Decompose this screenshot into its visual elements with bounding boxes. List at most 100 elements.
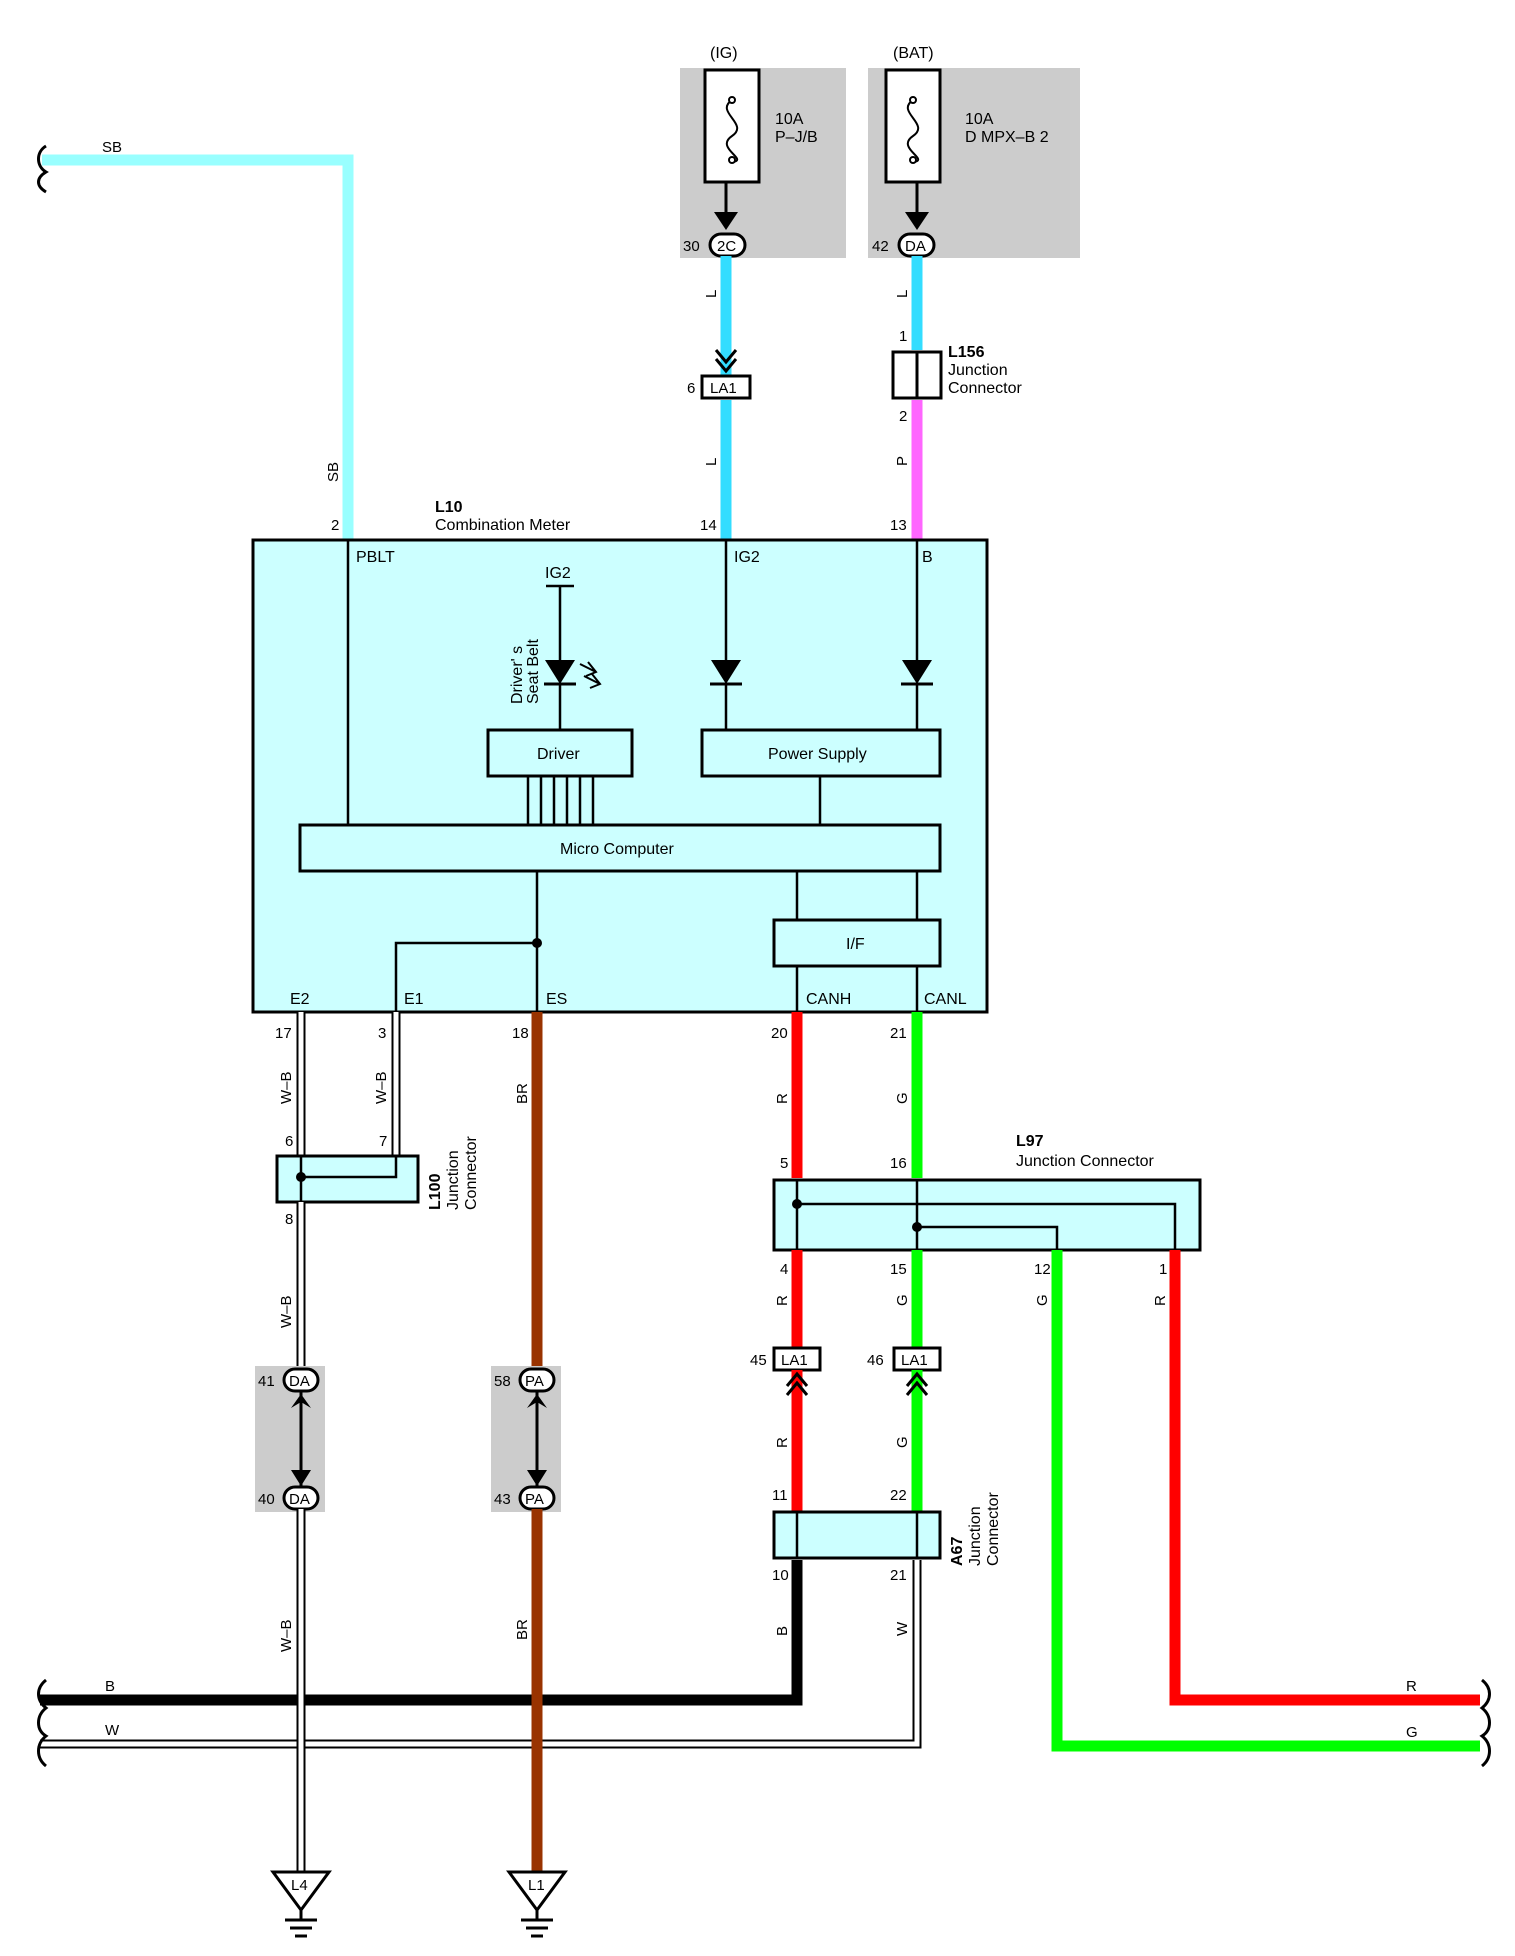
connector-2c-label: 2C bbox=[717, 238, 736, 255]
terminal-es: ES bbox=[546, 991, 567, 1008]
a67-name-2: Connector bbox=[985, 1492, 1002, 1566]
a67-pin-11: 11 bbox=[772, 1487, 788, 1504]
meter-pin-es: 18 bbox=[512, 1025, 529, 1042]
wire-e1-color: W–B bbox=[373, 1071, 390, 1104]
wire-sb-label: SB bbox=[102, 139, 122, 156]
la1-45-pin: 45 bbox=[750, 1352, 767, 1369]
indicator-label-1: Driver' s bbox=[509, 646, 526, 704]
wire-ig2-color-upper: L bbox=[703, 290, 720, 298]
connector-2c-pin: 30 bbox=[683, 238, 700, 255]
l97-name: Junction Connector bbox=[1016, 1153, 1155, 1170]
arrow-icon bbox=[905, 212, 929, 230]
wire-b-color-upper: L bbox=[894, 290, 911, 298]
fuse-ig-name: P–J/B bbox=[775, 129, 818, 146]
l156-name-1: Junction bbox=[948, 362, 1008, 379]
connector-la1-top-label: LA1 bbox=[710, 380, 737, 397]
meter-name: Combination Meter bbox=[435, 517, 571, 534]
meter-pin-e2: 17 bbox=[275, 1025, 292, 1042]
a67-pin-22: 22 bbox=[890, 1487, 907, 1504]
wire-bus-b-label: B bbox=[105, 1678, 115, 1695]
fuse-bat-name: D MPX–B 2 bbox=[965, 129, 1049, 146]
indicator-label-2: Seat Belt bbox=[525, 639, 542, 704]
power-supply-label: Power Supply bbox=[768, 746, 867, 763]
la1-46-pin: 46 bbox=[867, 1352, 884, 1369]
la1-46-label: LA1 bbox=[901, 1352, 928, 1369]
l97-pin-16: 16 bbox=[890, 1155, 907, 1172]
a67-name-1: Junction bbox=[967, 1506, 984, 1566]
wire-l97-1 bbox=[1169, 1250, 1480, 1706]
wire-b-color-lower: P bbox=[894, 456, 911, 466]
pa-label-bottom: PA bbox=[525, 1491, 544, 1508]
wire-l100-out-color: W–B bbox=[278, 1295, 295, 1328]
a67-pin-21: 21 bbox=[890, 1567, 907, 1584]
da-pin-top: 41 bbox=[258, 1373, 275, 1390]
ground-l1-icon bbox=[506, 1870, 568, 1938]
meter-id: L10 bbox=[435, 499, 463, 516]
fuse-ig-supply: (IG) bbox=[710, 45, 738, 62]
terminal-pblt: PBLT bbox=[356, 549, 395, 566]
l100-pin-6: 6 bbox=[285, 1133, 293, 1150]
wire-sb bbox=[42, 154, 354, 540]
wire-es-color: BR bbox=[514, 1083, 531, 1104]
l97-pin-4: 4 bbox=[780, 1261, 788, 1278]
l156-id: L156 bbox=[948, 344, 985, 361]
connector-la1-top-pin: 6 bbox=[687, 380, 695, 397]
ground-l4-icon bbox=[270, 1870, 332, 1938]
l156-pin-out: 2 bbox=[899, 408, 907, 425]
connector-da-pin: 42 bbox=[872, 238, 889, 255]
connector-la1-top bbox=[700, 374, 752, 400]
wire-a67-21-color: W bbox=[894, 1621, 911, 1636]
da-label-top: DA bbox=[289, 1373, 310, 1390]
l97-pin-5: 5 bbox=[780, 1155, 788, 1172]
pa-label-top: PA bbox=[525, 1373, 544, 1390]
connector-da-label: DA bbox=[905, 238, 926, 255]
junction-a67 bbox=[772, 1510, 942, 1560]
arrow-icon bbox=[527, 1394, 547, 1408]
l100-pin-7: 7 bbox=[379, 1133, 387, 1150]
fuse-ig-icon bbox=[703, 68, 761, 184]
fuse-bat-rating: 10A bbox=[965, 111, 994, 128]
l156-name-2: Connector bbox=[948, 380, 1022, 397]
l156-pin-in: 1 bbox=[899, 328, 907, 345]
wire-out-g-label: G bbox=[1406, 1724, 1418, 1741]
meter-pin-pblt: 2 bbox=[331, 517, 339, 534]
da-pin-bottom: 40 bbox=[258, 1491, 275, 1508]
l97-pin-1: 1 bbox=[1159, 1261, 1167, 1278]
driver-label: Driver bbox=[537, 746, 580, 763]
a67-pin-10: 10 bbox=[772, 1567, 789, 1584]
wire-l97-12-color: G bbox=[1034, 1294, 1051, 1306]
arrow-icon bbox=[291, 1394, 311, 1408]
terminal-ig2: IG2 bbox=[734, 549, 760, 566]
wire-bus-w-label: W bbox=[105, 1722, 120, 1739]
arrow-icon bbox=[291, 1470, 311, 1486]
wire-la1-45-color: R bbox=[774, 1437, 791, 1448]
wire-bus-w bbox=[40, 1560, 922, 1749]
l97-id: L97 bbox=[1016, 1133, 1044, 1150]
terminal-b: B bbox=[922, 549, 933, 566]
l100-name-2: Connector bbox=[463, 1136, 480, 1210]
break-icon bbox=[37, 144, 49, 194]
terminal-e2: E2 bbox=[290, 991, 310, 1008]
arrow-icon bbox=[527, 1470, 547, 1486]
micro-computer-label: Micro Computer bbox=[560, 841, 674, 858]
l100-name-1: Junction bbox=[445, 1150, 462, 1210]
break-icon bbox=[37, 1678, 49, 1768]
meter-pin-b: 13 bbox=[890, 517, 907, 534]
micro-computer-block bbox=[298, 823, 942, 873]
meter-pin-ig2: 14 bbox=[700, 517, 717, 534]
wire-bus-b bbox=[40, 1560, 803, 1706]
wire-out-r-label: R bbox=[1406, 1678, 1417, 1695]
meter-pin-canh: 20 bbox=[771, 1025, 788, 1042]
ground-l1-label: L1 bbox=[528, 1877, 545, 1894]
l97-pin-12: 12 bbox=[1034, 1261, 1051, 1278]
break-icon bbox=[1479, 1678, 1491, 1768]
pa-pin-bottom: 43 bbox=[494, 1491, 511, 1508]
terminal-canl: CANL bbox=[924, 991, 967, 1008]
indicator-supply: IG2 bbox=[545, 565, 571, 582]
interface-label: I/F bbox=[846, 936, 865, 953]
fuse-bat-icon bbox=[884, 68, 942, 184]
wire-l97-4-color: R bbox=[774, 1295, 791, 1306]
wire-la1-46-color: G bbox=[894, 1436, 911, 1448]
l97-pin-15: 15 bbox=[890, 1261, 907, 1278]
arrow-icon bbox=[714, 212, 738, 230]
